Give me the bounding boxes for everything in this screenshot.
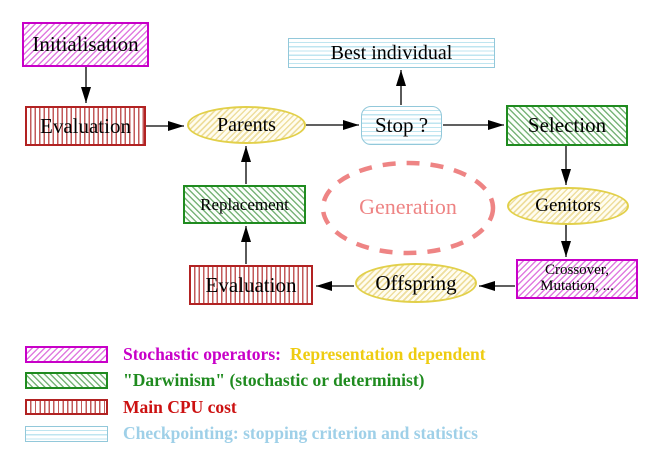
node-crossover-label-line2: Mutation, ...: [540, 278, 614, 294]
cpu-cost-swatch-icon: [25, 399, 108, 416]
legend-row-stochastic-operators: Stochastic operators: Representation dep…: [25, 341, 645, 368]
node-offspring: Offspring: [355, 263, 477, 303]
legend-row-checkpointing: Checkpointing: stopping criterion and st…: [25, 421, 645, 448]
generation-label-text: Generation: [359, 194, 457, 219]
node-selection-label: Selection: [527, 113, 607, 138]
node-parents: Parents: [187, 106, 306, 144]
checkpointing-swatch-icon: [25, 425, 108, 442]
legend-darwinism-label: "Darwinism" (stochastic or determinist): [123, 370, 425, 391]
node-replacement-label: Replacement: [200, 194, 289, 214]
node-crossover-label-line1: Crossover,: [545, 262, 609, 279]
legend: Stochastic operators: Representation dep…: [25, 341, 645, 447]
node-evaluation-top: Evaluation: [25, 106, 146, 146]
legend-cpu-label: Main CPU cost: [123, 396, 237, 417]
darwinism-swatch-icon: [25, 372, 108, 390]
stochastic-operators-swatch-icon: [25, 345, 108, 363]
generation-label: Generation: [323, 194, 493, 220]
node-replacement: Replacement: [183, 185, 306, 224]
legend-checkpointing-label: Checkpointing: stopping criterion and st…: [123, 423, 478, 444]
node-evaluation-bottom: Evaluation: [189, 265, 313, 305]
node-stop-label: Stop ?: [374, 113, 429, 138]
node-best-individual-label: Best individual: [330, 41, 453, 64]
legend-row-darwinism: "Darwinism" (stochastic or determinist): [25, 368, 645, 395]
node-offspring-label: Offspring: [375, 270, 457, 295]
node-best-individual: Best individual: [288, 38, 495, 68]
node-selection: Selection: [506, 105, 628, 146]
node-parents-label: Parents: [217, 113, 276, 136]
node-evaluation-top-label: Evaluation: [40, 113, 131, 138]
legend-row-cpu-cost: Main CPU cost: [25, 394, 645, 421]
node-initialisation: Initialisation: [22, 22, 149, 67]
node-crossover-mutation: Crossover, Mutation, ...: [516, 259, 638, 299]
legend-stochastic-label: Stochastic operators:: [123, 343, 281, 364]
node-genitors: Genitors: [507, 187, 629, 225]
legend-representation-label: Representation dependent: [289, 343, 486, 364]
node-stop: Stop ?: [361, 106, 442, 145]
node-genitors-label: Genitors: [535, 195, 601, 217]
node-evaluation-bottom-label: Evaluation: [205, 272, 297, 297]
node-initialisation-label: Initialisation: [32, 32, 139, 57]
